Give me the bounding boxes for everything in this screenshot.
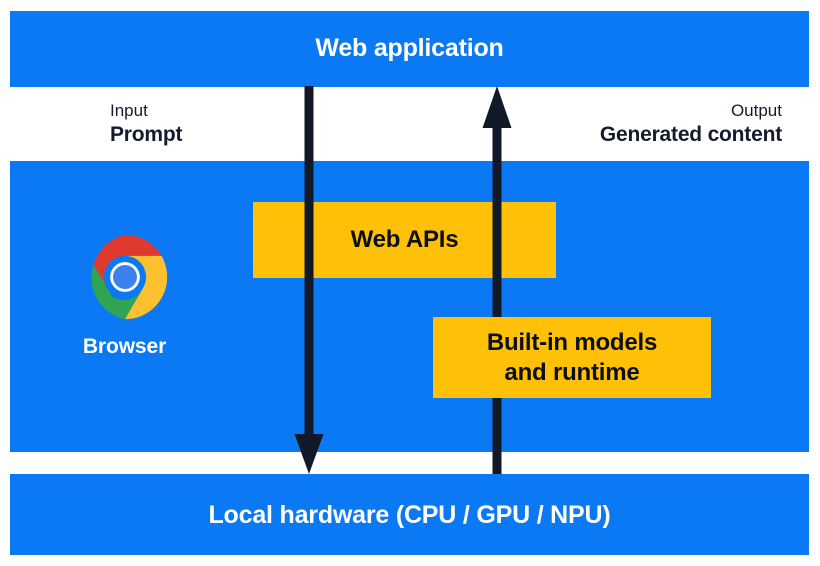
band-web-application: Web application: [10, 11, 809, 87]
band-local-hardware: Local hardware (CPU / GPU / NPU): [10, 474, 809, 555]
flow-input-caption: Input: [110, 101, 148, 120]
box-built-in-models-label: Built-in models and runtime: [486, 328, 658, 388]
browser-group: Browser: [57, 231, 192, 359]
box-built-in-models: Built-in models and runtime: [433, 317, 711, 398]
flow-input-value: Prompt: [110, 122, 183, 146]
box-built-in-models-line1: Built-in models: [486, 328, 658, 356]
band-local-hardware-label: Local hardware (CPU / GPU / NPU): [208, 501, 611, 529]
flow-output-value: Generated content: [599, 122, 782, 146]
flow-label-input: Input Prompt: [110, 101, 183, 147]
flow-output-caption: Output: [730, 101, 782, 120]
browser-label: Browser: [82, 335, 167, 358]
flow-label-output: Output Generated content: [600, 101, 782, 147]
band-web-application-label: Web application: [315, 34, 504, 62]
chrome-browser-logo-icon: [91, 234, 167, 320]
arrow-down: [294, 86, 324, 474]
box-web-apis-label: Web APIs: [350, 226, 459, 253]
box-built-in-models-line2: and runtime: [504, 358, 640, 386]
arrow-up: [482, 86, 512, 474]
box-web-apis: Web APIs: [253, 202, 556, 278]
